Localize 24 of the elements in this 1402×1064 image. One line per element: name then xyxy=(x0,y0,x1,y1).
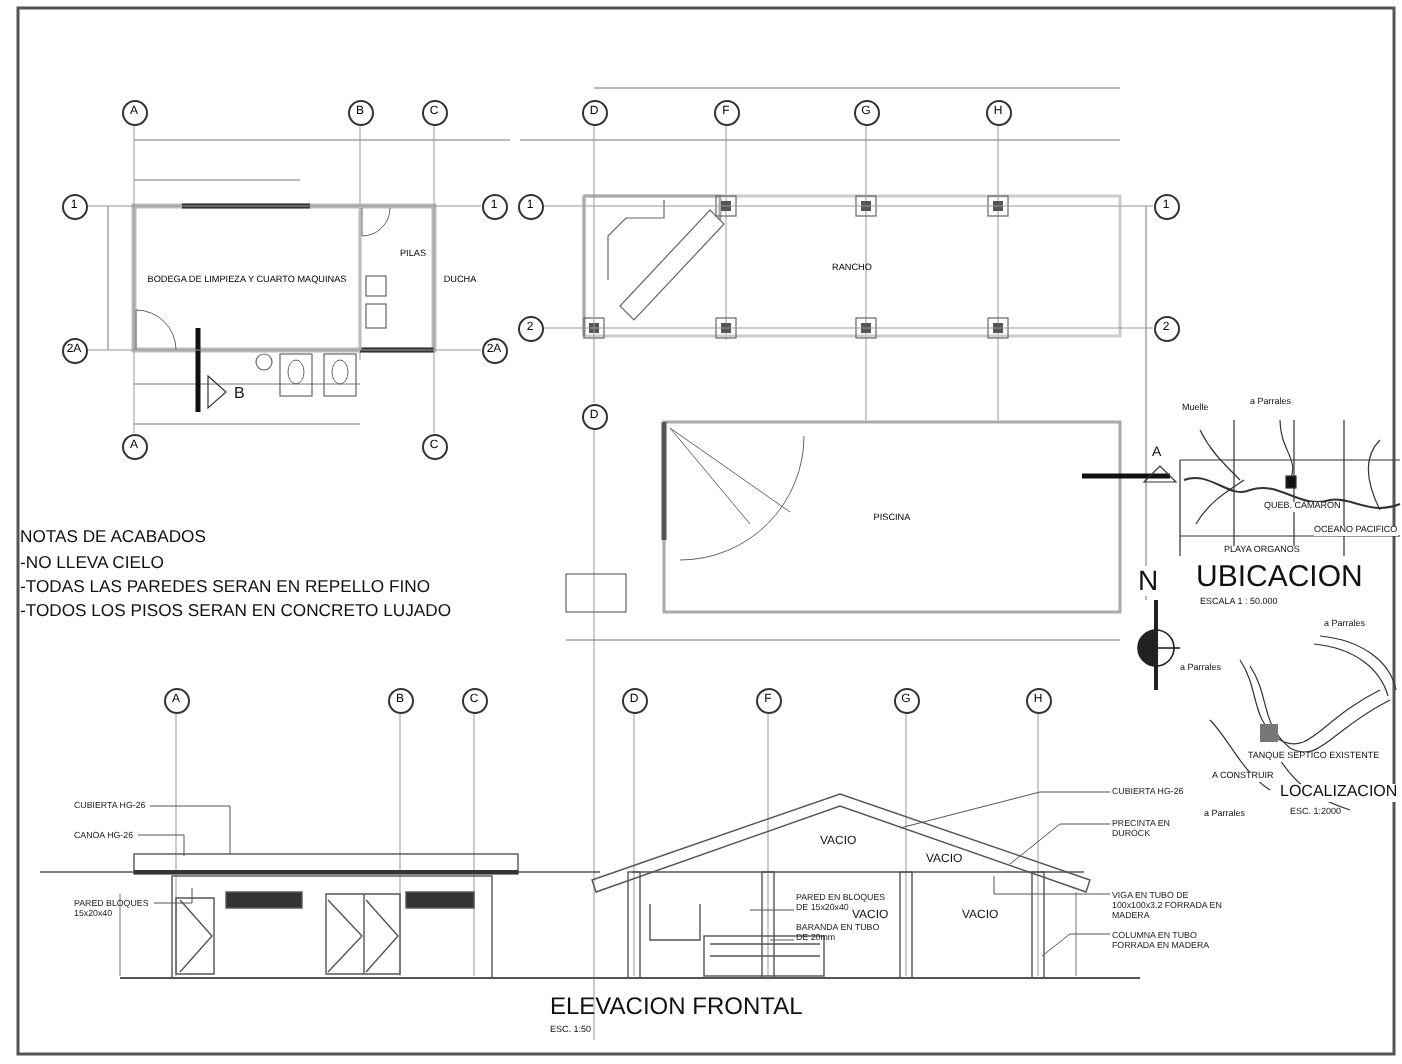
notes-heading: NOTAS DE ACABADOS xyxy=(20,528,206,547)
leader-line xyxy=(137,834,185,857)
grid-line xyxy=(542,327,1154,329)
grid-line xyxy=(542,205,1154,207)
view-title: ELEVACION FRONTAL xyxy=(550,994,803,1021)
map-title: LOCALIZACION xyxy=(1280,784,1398,802)
note-text: -NO LLEVA CIELO xyxy=(20,554,164,573)
grid-line xyxy=(593,124,595,404)
grid-line xyxy=(133,124,135,434)
leader-line xyxy=(1041,933,1111,957)
leader-line xyxy=(769,939,795,941)
note-text: -TODAS LAS PAREDES SERAN EN REPELLO FINO xyxy=(20,578,431,597)
north-label: N xyxy=(1138,566,1159,597)
section-label: B xyxy=(234,386,245,404)
leader-line xyxy=(149,805,231,855)
note-text: -TODOS LOS PISOS SERAN EN CONCRETO LUJADO xyxy=(20,602,452,621)
leader-line xyxy=(993,875,1111,895)
grid-line xyxy=(433,124,435,434)
leader-line xyxy=(153,887,193,904)
grid-line xyxy=(86,205,482,207)
leader-line xyxy=(1009,823,1111,865)
leader-line xyxy=(749,909,795,911)
grid-line xyxy=(86,349,482,351)
leader-line xyxy=(899,791,1111,829)
